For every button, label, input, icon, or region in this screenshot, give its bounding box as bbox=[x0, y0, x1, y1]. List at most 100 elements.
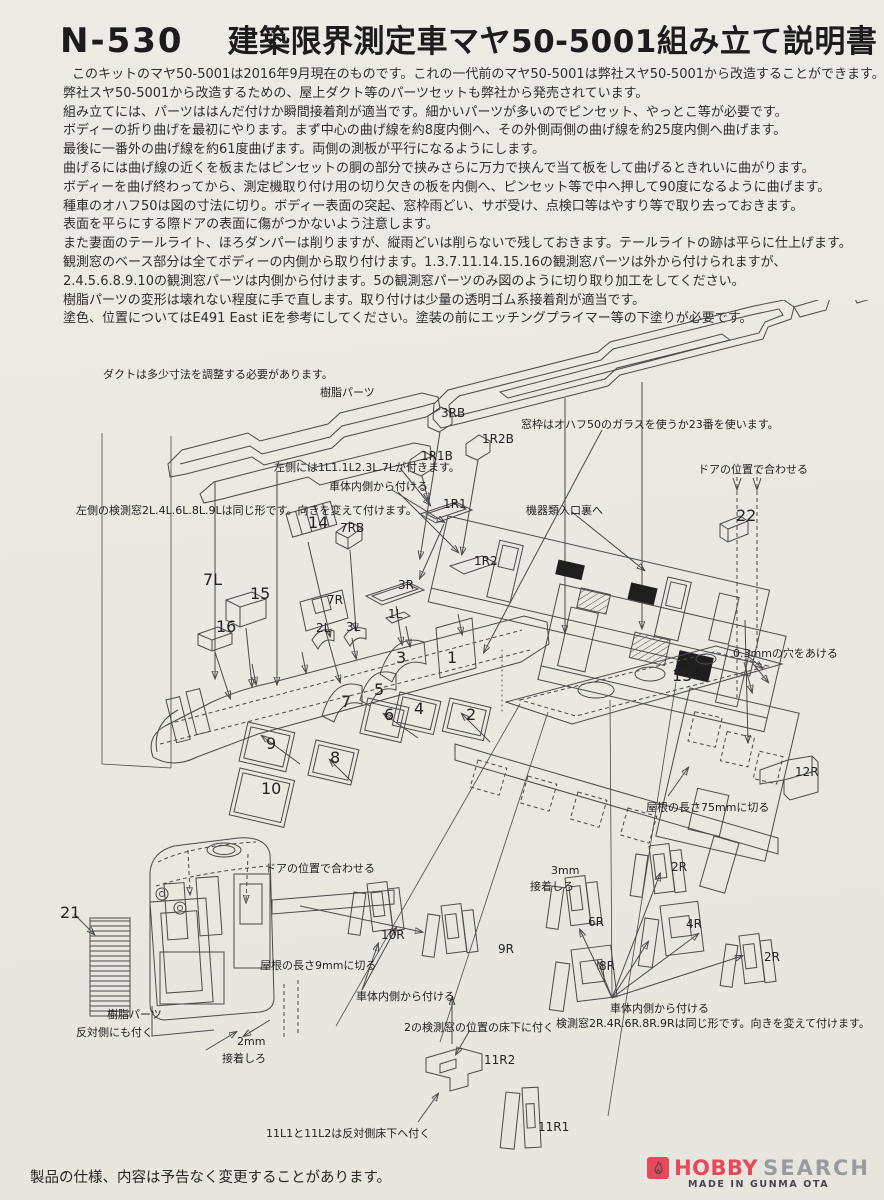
diagram-label: 7 bbox=[341, 692, 352, 711]
diagram-label: 7R bbox=[327, 593, 343, 607]
instruction-line: 樹脂パーツの変形は壊れない程度に手で直します。取り付けは少量の透明ゴム系接着剤が… bbox=[63, 292, 646, 308]
part-3RB bbox=[427, 406, 453, 433]
sheet-header: N-530 建築限界測定車マヤ50-5001組み立て説明書 bbox=[60, 16, 877, 61]
instruction-line: また妻面のテールライト、ほろダンパーは削りますが、縦雨どいは削らないで残しておき… bbox=[63, 236, 852, 252]
diagram-label: 車体内側から付ける bbox=[356, 990, 455, 1003]
instruction-line: 弊社スヤ50-5001から改造するための、屋上ダクト等のパーツセットも弊社から発… bbox=[63, 85, 649, 101]
diagram-label: 6 bbox=[384, 705, 395, 724]
part-16 bbox=[197, 626, 233, 652]
part-11R1 bbox=[499, 1086, 542, 1150]
leader-frame bbox=[101, 433, 172, 769]
diagram-label: 0.3mmの穴をあける bbox=[733, 647, 838, 660]
disclaimer: 製品の仕様、内容は予告なく変更することがあります。 bbox=[30, 1170, 392, 1186]
diagram-label: 2R bbox=[764, 950, 780, 964]
part-1R1 bbox=[418, 501, 474, 524]
main-body-outline bbox=[150, 615, 550, 764]
part-1L bbox=[384, 611, 412, 624]
part-14 bbox=[285, 500, 338, 538]
diagram-label: 12R bbox=[795, 765, 819, 779]
diagram-label: 8R bbox=[599, 959, 615, 973]
diagram-label: 機器類入口裏へ bbox=[526, 504, 603, 517]
diagram-label: 検測窓2R.4R.6R.8R.9Rは同じ形です。向きを変えて付けます。 bbox=[556, 1017, 870, 1030]
diagram-label: 1R1 bbox=[443, 497, 467, 511]
part-7R bbox=[299, 589, 349, 632]
part-15 bbox=[225, 591, 267, 628]
part-1R2 bbox=[448, 555, 498, 575]
instruction-line: 表面を平らにする際ドアの表面に傷がつかないよう注意します。 bbox=[63, 217, 439, 233]
instruction-line: 組み立てには、パーツははんだ付けか瞬間接着剤が適当です。細かいパーツが多いのでピ… bbox=[63, 104, 788, 120]
chassis-strip bbox=[454, 743, 779, 894]
part-22 bbox=[719, 515, 749, 543]
diagram-label: 4 bbox=[414, 699, 425, 718]
diagram-label: 7RB bbox=[340, 521, 365, 535]
diagram-label: 9 bbox=[266, 734, 277, 753]
brand-name-secondary: SEARCH bbox=[763, 1155, 870, 1180]
part-11R2 bbox=[425, 1047, 483, 1092]
diagram-label: 反対側にも付く bbox=[76, 1026, 153, 1039]
diagram-label: 11L1と11L2は反対側床下へ付く bbox=[266, 1127, 431, 1140]
diagram-label: 21 bbox=[60, 903, 81, 922]
diagram-line-art bbox=[73, 300, 870, 1150]
diagram-label: 3RB bbox=[441, 406, 466, 420]
diagram-label: 接着しろ bbox=[222, 1052, 266, 1065]
instruction-text: このキットのマヤ50-5001は2016年9月現在のものです。これの一代前のマヤ… bbox=[63, 66, 884, 329]
diagram-label: 4R bbox=[686, 917, 702, 931]
part-12R bbox=[759, 755, 819, 801]
diagram-label: 1R2B bbox=[482, 432, 514, 446]
part-7RB bbox=[335, 521, 363, 550]
diagram-label: 屋根の長さ75mmに切る bbox=[646, 801, 770, 814]
diagram-label: 接着しろ bbox=[530, 880, 574, 893]
diagram-label: 樹脂パーツ bbox=[320, 386, 375, 399]
part-4R bbox=[637, 900, 705, 969]
diagram-label: 左側の検測窓2L.4L.6L.8L.9Lは同じ形です。向きを変えて付けます。 bbox=[76, 504, 417, 517]
diagram-label: 11R2 bbox=[484, 1053, 516, 1067]
hobbysearch-logo: HOBBY SEARCH MADE IN GUNMA OTA bbox=[647, 1157, 870, 1190]
part-21-ladder bbox=[89, 887, 215, 1037]
hobbysearch-flame-icon bbox=[647, 1157, 670, 1179]
diagram-label: 11R1 bbox=[538, 1120, 570, 1134]
diagram-label: 9R bbox=[498, 942, 514, 956]
diagram-label: 8 bbox=[330, 748, 341, 767]
part-8R bbox=[548, 944, 618, 1013]
instruction-line: ボディーの折り曲げを最初にやります。まず中心の曲げ線を約8度内側へ、その外側両側… bbox=[63, 123, 787, 139]
instruction-line: ボディーを曲げ終わってから、測定機取り付け用の切り欠きの板を内側へ、ピンセット等… bbox=[63, 179, 831, 195]
diagram-label: 10R bbox=[381, 928, 405, 942]
diagram-label: 1L bbox=[388, 607, 403, 621]
instruction-line: このキットのマヤ50-5001は2016年9月現在のものです。これの一代前のマヤ… bbox=[72, 67, 884, 82]
side-wall-mid bbox=[537, 583, 787, 733]
diagram-label: ダクトは多少寸法を調整する必要があります。 bbox=[103, 368, 333, 381]
diagram-label: 車体内側から付ける bbox=[610, 1002, 709, 1015]
diagram-label: 16 bbox=[216, 617, 237, 636]
diagram-label: 2L bbox=[316, 621, 331, 635]
brand-name-primary: HOBBY bbox=[674, 1155, 759, 1180]
diagram-label: 6R bbox=[588, 915, 604, 929]
diagram-label: 2R bbox=[671, 860, 687, 874]
diagram-label: 窓枠はオハフ50のガラスを使うか23番を使います。 bbox=[521, 418, 779, 431]
page-title: 建築限界測定車マヤ50-5001組み立て説明書 bbox=[227, 24, 878, 60]
diagram-label: 3L bbox=[346, 620, 361, 634]
diagram-label: 3mm bbox=[551, 864, 580, 877]
product-code: N-530 bbox=[60, 21, 184, 61]
diagram-label: 3 bbox=[396, 648, 407, 667]
diagram-label: 7L bbox=[203, 570, 223, 589]
end-car-outline bbox=[149, 837, 395, 1021]
diagram-label: 車体内側から付ける bbox=[329, 480, 428, 493]
diagram-label: 1R2 bbox=[474, 554, 498, 568]
part-2L bbox=[311, 629, 335, 650]
part-3L bbox=[343, 627, 367, 647]
diagram-label: 14 bbox=[308, 513, 329, 532]
diagram-label: 屋根の長さ9mmに切る bbox=[260, 959, 377, 972]
diagram-label: 15 bbox=[250, 584, 271, 603]
diagram-label: 樹脂パーツ bbox=[107, 1008, 162, 1021]
instruction-line: 観測窓のベース部分は全てボディーの内側から取り付けます。1.3.7.11.14.… bbox=[63, 254, 787, 270]
diagram-label: 5 bbox=[374, 680, 385, 699]
diagram-label: 2の検測窓の位置の床下に付く bbox=[404, 1021, 554, 1034]
diagram-label: 2mm bbox=[237, 1035, 266, 1048]
assembly-diagram: ダクトは多少寸法を調整する必要があります。樹脂パーツ窓枠はオハフ50のガラスを使… bbox=[0, 300, 884, 1160]
part-3R bbox=[364, 581, 426, 606]
roof-duct-right bbox=[432, 300, 870, 429]
diagram-label: 22 bbox=[736, 506, 757, 525]
diagram-label: 10 bbox=[261, 779, 282, 798]
